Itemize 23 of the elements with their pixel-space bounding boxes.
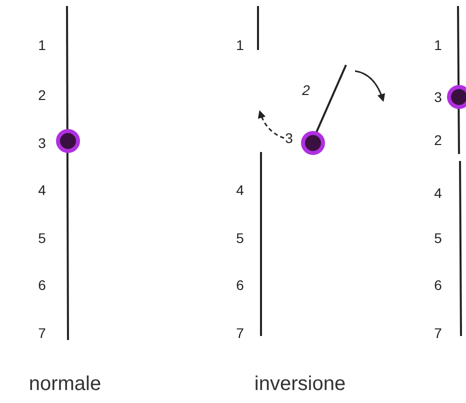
panel-caption: inversione [254, 373, 346, 395]
band-number: 5 [434, 230, 442, 246]
band-number: 5 [38, 230, 46, 246]
band-number: 3 [38, 135, 46, 151]
band-number: 7 [236, 325, 244, 341]
band-number: 6 [38, 277, 46, 293]
band-number: 2 [302, 82, 310, 98]
band-number: 1 [38, 37, 46, 53]
band-number: 1 [434, 37, 442, 53]
band-number: 3 [285, 130, 293, 146]
band-number: 4 [236, 182, 244, 198]
band-number: 2 [38, 87, 46, 103]
band-number: 4 [38, 182, 46, 198]
band-number: 3 [434, 89, 442, 105]
panel-caption: normale [28, 373, 102, 395]
band-number: 4 [434, 185, 442, 201]
band-number: 2 [434, 132, 442, 148]
band-number: 1 [236, 37, 244, 53]
band-number: 6 [236, 277, 244, 293]
band-number: 7 [434, 325, 442, 341]
band-number: 7 [38, 325, 46, 341]
band-number: 6 [434, 277, 442, 293]
band-number: 5 [236, 230, 244, 246]
